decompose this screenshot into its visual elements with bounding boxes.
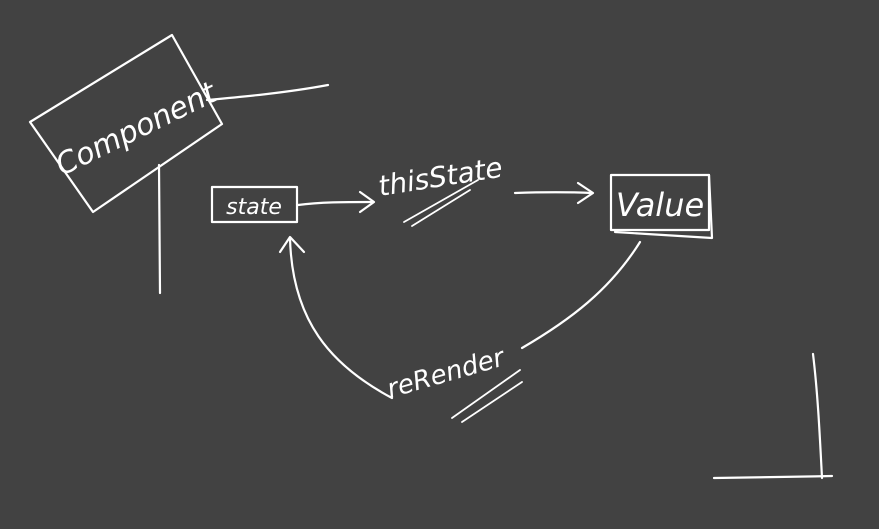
state-label: state: [226, 195, 282, 220]
corner-frame-horizontal: [712, 474, 834, 480]
thisstate-underline-2: [411, 189, 471, 227]
thisstate-edge-label: thisState: [376, 151, 505, 227]
arrow-state-to-thisstate: [296, 190, 376, 214]
thisstate-underline-1: [403, 179, 479, 223]
rerender-underline-1: [451, 369, 521, 419]
rerender-edge-label: reRender: [384, 342, 523, 423]
arrow-thisstate-to-value: [513, 181, 595, 205]
component-frame-line-vertical: [157, 163, 162, 295]
state-node: state: [210, 185, 299, 224]
curve-value-to-rerender: [520, 240, 642, 350]
component-label: Component: [50, 75, 223, 183]
corner-frame-vertical: [811, 352, 824, 480]
component-box: [28, 33, 224, 214]
value-box-shadow: [613, 173, 714, 240]
state-box: [210, 185, 299, 224]
component-node: Component: [28, 33, 224, 214]
rerender-underline-2: [461, 381, 523, 423]
rerender-label: reRender: [384, 342, 510, 405]
value-node: Value: [609, 173, 714, 240]
thisstate-label: thisState: [376, 151, 505, 203]
arrow-rerender-to-state: [278, 235, 394, 400]
value-box: [609, 173, 711, 232]
value-label: Value: [616, 186, 704, 224]
component-frame-line-top: [205, 83, 330, 102]
